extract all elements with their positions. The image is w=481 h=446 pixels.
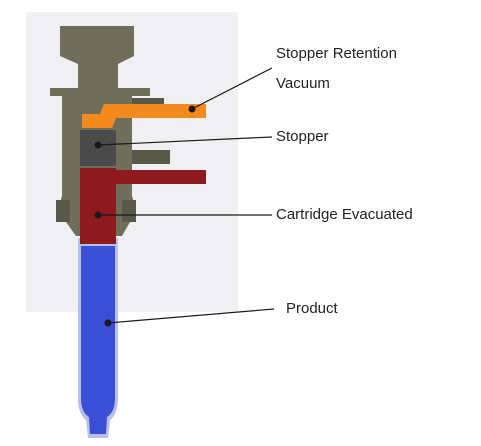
label-product: Product: [286, 300, 338, 317]
lower-fitting: [132, 150, 170, 164]
leader-dot-cartridge-evacuated: [94, 211, 102, 219]
housing-cap: [60, 26, 134, 88]
label-stopper-retention-line2: Vacuum: [276, 75, 330, 92]
leader-dot-stopper-retention: [188, 105, 196, 113]
leader-dot-stopper: [94, 141, 102, 149]
evacuated-chamber: [80, 168, 206, 244]
label-cartridge-evacuated: Cartridge Evacuated: [276, 206, 413, 223]
leader-stopper-retention: [191, 67, 273, 110]
label-stopper-retention-line1: Stopper Retention: [276, 45, 397, 62]
label-stopper-retention: Stopper Retention Vacuum: [276, 43, 397, 95]
product-fill: [81, 246, 115, 434]
housing-rib-right: [122, 200, 136, 222]
label-stopper: Stopper: [276, 128, 329, 145]
leader-product: [107, 308, 275, 324]
leader-dot-product: [104, 319, 112, 327]
housing-rib-left: [56, 200, 70, 222]
leader-stopper: [97, 136, 273, 146]
vacuum-channel: [82, 104, 206, 128]
